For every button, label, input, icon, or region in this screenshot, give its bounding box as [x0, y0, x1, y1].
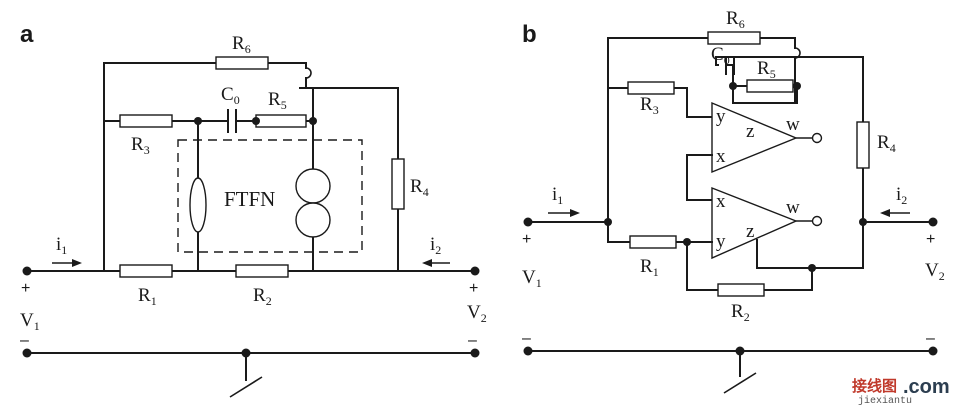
watermark-cn: 接线图: [852, 377, 897, 395]
b-junction-dot: [793, 82, 801, 90]
panel-b: b: [522, 8, 945, 394]
b-ground-terminal: [928, 346, 938, 356]
a-label-c0: C0: [221, 84, 240, 107]
a-label-r1: R1: [138, 285, 157, 308]
b-resistor-r4: [856, 121, 870, 169]
b-label-c0: C0: [711, 44, 730, 67]
b-resistor-r1: [629, 235, 677, 249]
b-output-w-bottom: [811, 215, 823, 227]
b-x-link: [686, 154, 713, 201]
a-nullator-symbol: [189, 177, 207, 233]
b-pin-y-bottom: y: [716, 231, 726, 252]
b-label-r4: R4: [877, 132, 896, 155]
a-label-r2: R2: [253, 285, 272, 308]
a-resistor-r5: [255, 114, 307, 128]
b-label-r3: R3: [640, 94, 659, 117]
b-label-v1: V1: [522, 267, 542, 290]
b-resistor-r2: [717, 283, 765, 297]
b-minus-sign-right: –: [926, 330, 935, 347]
b-resistor-r6: [707, 31, 761, 45]
a-label-v2: V2: [467, 302, 487, 325]
b-ground-symbol: [723, 372, 757, 394]
a-wire-crossover: [305, 67, 312, 79]
watermark-com: .com: [903, 376, 950, 398]
b-r2-line: [686, 241, 813, 291]
a-r4-branch: [299, 87, 399, 272]
b-plus-sign-right: +: [926, 231, 935, 248]
a-label-i1: i1: [56, 234, 67, 257]
b-r1-line: [607, 221, 713, 243]
a-junction-dot: [252, 117, 260, 125]
a-plus-sign-right: +: [469, 280, 478, 297]
a-label-i2: i2: [430, 234, 441, 257]
b-ftfn-bottom: [711, 186, 798, 260]
panel-a-tag: a: [20, 21, 34, 48]
b-junction-dot: [859, 218, 867, 226]
b-minus-sign-left: –: [522, 330, 531, 347]
b-pin-w-bottom: w: [786, 197, 800, 218]
b-output-w-top: [811, 132, 823, 144]
b-junction-dot: [604, 218, 612, 226]
b-pin-x-top: x: [716, 146, 726, 167]
a-minus-sign-right: –: [468, 332, 477, 349]
b-label-i1: i1: [552, 184, 563, 207]
b-pin-y-top: y: [716, 106, 726, 127]
b-label-r6: R6: [726, 8, 745, 31]
a-terminal-v1: [22, 266, 32, 276]
a-label-v1: V1: [20, 310, 40, 333]
b-label-r1: R1: [640, 256, 659, 279]
a-junction-dot: [194, 117, 202, 125]
b-plus-sign-left: +: [522, 231, 531, 248]
b-r6-loop: [607, 37, 796, 223]
b-resistor-r5: [746, 79, 794, 93]
b-label-r5: R5: [757, 58, 776, 81]
b-label-r2: R2: [731, 301, 750, 324]
b-ground-terminal: [523, 346, 533, 356]
b-pin-z-bottom: z: [746, 221, 754, 242]
a-r6-loop: [103, 62, 307, 272]
a-resistor-r2: [235, 264, 289, 278]
a-label-r4: R4: [410, 176, 429, 199]
b-pin-w-top: w: [786, 114, 800, 135]
a-resistor-r6: [215, 56, 269, 70]
b-label-i2: i2: [896, 184, 907, 207]
a-label-r6: R6: [232, 33, 251, 56]
a-label-r3: R3: [131, 134, 150, 157]
b-terminal-v2: [928, 217, 938, 227]
panel-a: a FTFN: [20, 21, 487, 398]
b-pin-x-bottom: x: [716, 191, 726, 212]
a-norator-circle: [295, 168, 331, 204]
a-junction-dot: [309, 117, 317, 125]
panel-b-tag: b: [522, 21, 537, 48]
a-ground-terminal: [22, 348, 32, 358]
a-terminal-v2: [470, 266, 480, 276]
b-junction-dot: [808, 264, 816, 272]
a-ftfn-label: FTFN: [224, 187, 275, 211]
b-pin-z-top: z: [746, 121, 754, 142]
a-plus-sign-left: +: [21, 280, 30, 297]
a-resistor-r3: [119, 114, 173, 128]
b-junction-dot: [729, 82, 737, 90]
b-junction-dot: [683, 238, 691, 246]
a-label-r5: R5: [268, 89, 287, 112]
a-ftfn-box: [177, 139, 363, 253]
b-resistor-r3: [627, 81, 675, 95]
a-ground-symbol: [229, 376, 263, 398]
a-ground-terminal: [470, 348, 480, 358]
watermark: 接线图 .com jiexiantu: [852, 376, 950, 405]
watermark-url: jiexiantu: [858, 395, 912, 405]
b-ftfn-top: [711, 101, 798, 174]
b-terminal-v1: [523, 217, 533, 227]
a-norator-circle: [295, 202, 331, 238]
a-resistor-r4: [391, 158, 405, 210]
b-label-v2: V2: [925, 260, 945, 283]
a-resistor-r1: [119, 264, 173, 278]
a-minus-sign-left: –: [20, 332, 29, 349]
